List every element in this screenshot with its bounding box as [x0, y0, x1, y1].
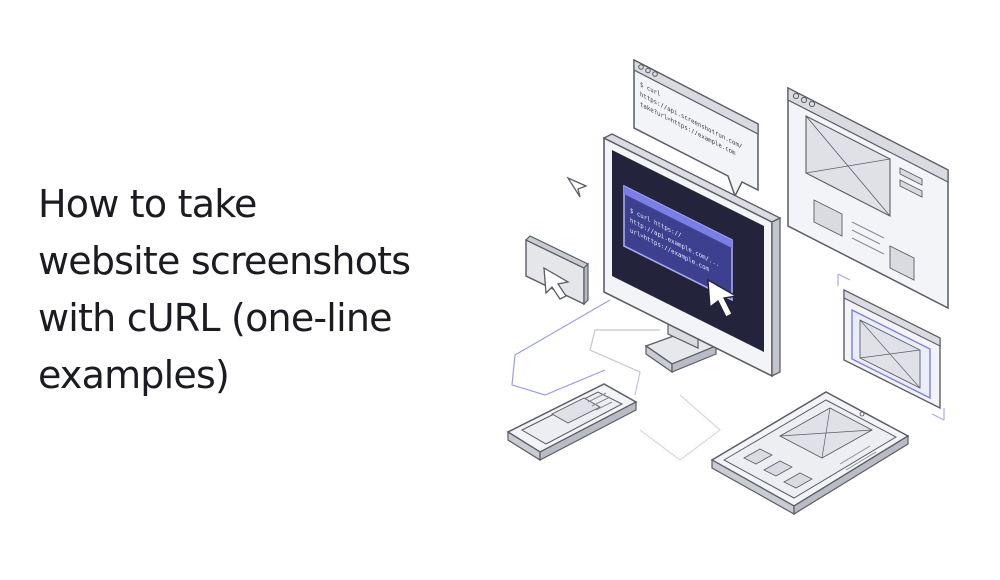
headline-line-2: website screenshots	[38, 239, 411, 283]
connector-line	[589, 329, 660, 396]
connector-lines	[511, 299, 721, 461]
window-dot-icon	[645, 67, 651, 74]
headline-line-4: examples)	[38, 353, 230, 397]
click-window	[524, 235, 590, 306]
browser-wireframe	[787, 86, 949, 310]
window-dot-icon	[652, 71, 658, 77]
isometric-devices-illustration: $ curl https://api.screenshotrun.com/ ta…	[506, 58, 949, 516]
window-dot-icon	[808, 100, 816, 108]
headline-line-3: with cURL (one-line	[38, 296, 392, 340]
cursor-icon	[543, 266, 570, 300]
monitor: $ curl https:// http://api.example.com/.…	[602, 133, 782, 378]
smartphone	[506, 383, 638, 462]
connector-line	[639, 394, 721, 461]
connector-line	[511, 299, 611, 396]
window-dot-icon	[792, 92, 800, 100]
headline-line-1: How to take	[38, 182, 257, 226]
window-dot-icon	[638, 64, 644, 70]
capture-window	[837, 273, 945, 421]
window-dot-icon	[800, 96, 808, 104]
cursor-icon	[566, 176, 588, 198]
image-placeholder	[551, 397, 601, 424]
cursor-icon	[707, 278, 738, 318]
tablet	[710, 391, 910, 516]
headline: How to take website screenshots with cUR…	[38, 176, 508, 404]
